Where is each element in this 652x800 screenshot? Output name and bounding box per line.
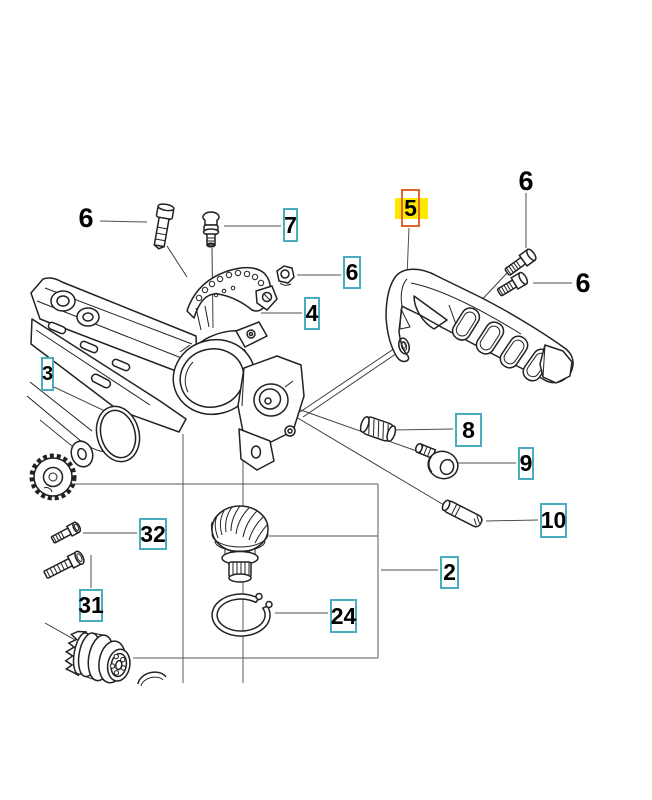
callout-5[interactable]: 5: [401, 189, 420, 227]
drawing-clamp-plate: [187, 268, 277, 330]
drawing-oring-3: [90, 402, 145, 467]
drawing-spur-gear: [32, 456, 75, 499]
callout-6-nut[interactable]: 6: [343, 256, 361, 289]
leader-lines: [54, 193, 572, 613]
drawing-nut-6: [277, 266, 294, 285]
drawing-main-housing: [27, 278, 304, 470]
callout-6-top-right[interactable]: 6: [518, 165, 534, 196]
drawing-bolt-31: [42, 550, 85, 581]
drawing-bolt-6-top-left: [151, 203, 175, 250]
drawing-handle-5: [386, 269, 573, 384]
callout-6-top-left[interactable]: 6: [78, 202, 94, 233]
drawing-spring-8: [359, 415, 398, 443]
drawing-bolt-32: [50, 521, 82, 545]
callout-8[interactable]: 8: [455, 413, 482, 447]
callout-7[interactable]: 7: [283, 208, 298, 242]
drawing-handle-bolt-lower-6: [496, 271, 529, 298]
drawing-pinion-gear: [211, 506, 268, 582]
callout-10[interactable]: 10: [540, 503, 567, 538]
drawing-washer: [68, 438, 96, 469]
callout-31[interactable]: 31: [78, 589, 104, 622]
drawing-pin-10: [441, 499, 484, 529]
callout-24[interactable]: 24: [330, 599, 357, 633]
drawing-grease-nipple-7: [203, 212, 219, 247]
callout-4[interactable]: 4: [304, 297, 320, 330]
group-box-and-axes: [72, 434, 378, 683]
callout-32[interactable]: 32: [139, 518, 167, 550]
drawing-circlip-24: [212, 594, 272, 637]
callout-6-right[interactable]: 6: [575, 267, 591, 298]
drawing-partial-oring: [138, 672, 166, 686]
group-box-2-rect: [72, 434, 378, 683]
drawing-bearing-assembly: [62, 629, 134, 686]
drawing-handle-bolt-upper-6: [503, 248, 537, 278]
callout-2[interactable]: 2: [440, 556, 459, 589]
drawing-screw-9: [414, 443, 461, 483]
callout-3[interactable]: 3: [41, 357, 54, 391]
callout-9[interactable]: 9: [518, 447, 534, 480]
